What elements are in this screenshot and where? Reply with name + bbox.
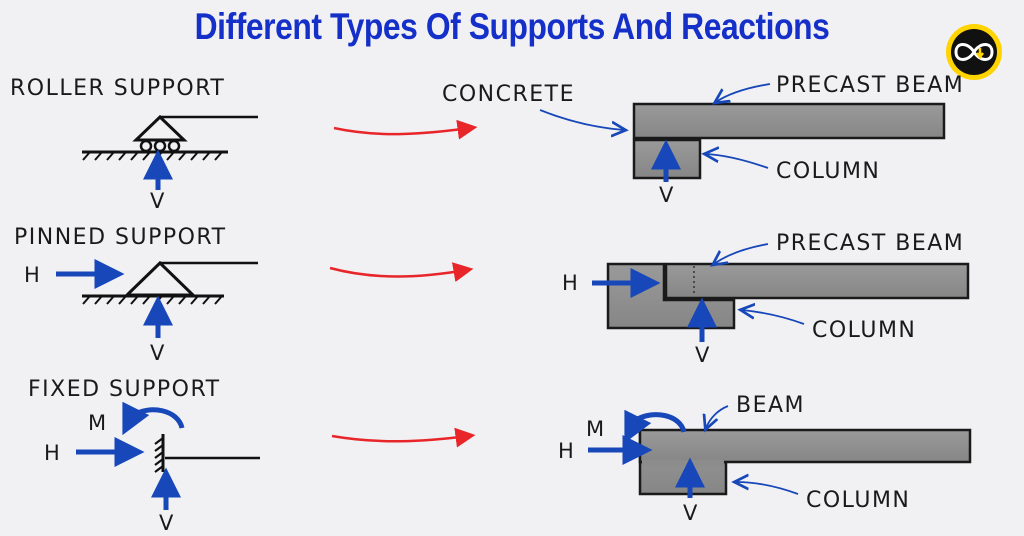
column-label: COLUMN (806, 488, 910, 513)
column-pointer (742, 310, 805, 325)
roller-model: V CONCRETE PRECAST BEAM COLUMN (442, 73, 964, 207)
model-v-label: V (695, 343, 711, 367)
concrete-pointer (539, 109, 624, 130)
red-arrow (331, 427, 476, 448)
infinity-logo-icon (946, 24, 1002, 80)
model-m-label: M (586, 417, 606, 441)
red-arrow (329, 262, 474, 282)
roller-v-label: V (150, 189, 166, 213)
fixed-m-arrow (122, 401, 185, 436)
column-pointer (736, 482, 799, 495)
model-v-label: V (683, 501, 699, 525)
beam-pointer (716, 83, 771, 102)
model-h-label: H (558, 439, 575, 463)
fixed-model: M H V BEAM COLUMN (558, 393, 972, 525)
beam (638, 428, 972, 464)
beam-pointer (706, 405, 729, 428)
pinned-h-label: H (24, 263, 41, 287)
pinned-v-label: V (150, 341, 166, 365)
fixed-m-label: M (88, 411, 108, 435)
column-pointer (706, 154, 769, 169)
fixed-support-row: FIXED SUPPORT M H V M H V BEAM COLUMN (28, 377, 972, 535)
fixed-support-label: FIXED SUPPORT (28, 377, 221, 402)
column-label: COLUMN (812, 318, 916, 343)
pinned-support-label: PINNED SUPPORT (14, 225, 227, 250)
model-v-label: V (659, 183, 675, 207)
precast-beam-label: PRECAST BEAM (776, 73, 964, 98)
concrete-label: CONCRETE (442, 82, 575, 107)
red-arrow (333, 119, 478, 140)
pinned-support-row: PINNED SUPPORT H V H V PRECAST BEAM COLU… (14, 225, 970, 367)
roller-support-row: ROLLER SUPPORT V V CONCRETE PRECAST BEAM… (10, 73, 964, 213)
precast-beam (632, 102, 946, 140)
pinned-model: H V PRECAST BEAM COLUMN (562, 231, 970, 367)
beam-pointer (714, 243, 769, 264)
pinned-support-symbol (82, 260, 258, 305)
fixed-support-symbol (154, 434, 260, 473)
precast-beam (664, 262, 970, 300)
precast-beam-label: PRECAST BEAM (776, 231, 964, 256)
roller-support-symbol (82, 114, 258, 161)
fixed-h-label: H (44, 441, 61, 465)
model-h-label: H (562, 271, 579, 295)
page-title: Different Types Of Supports And Reaction… (194, 6, 830, 47)
model-m-arrow (624, 409, 687, 444)
column-label: COLUMN (776, 159, 880, 184)
roller-support-label: ROLLER SUPPORT (10, 76, 225, 101)
beam-label: BEAM (736, 393, 805, 418)
fixed-v-label: V (159, 511, 175, 535)
